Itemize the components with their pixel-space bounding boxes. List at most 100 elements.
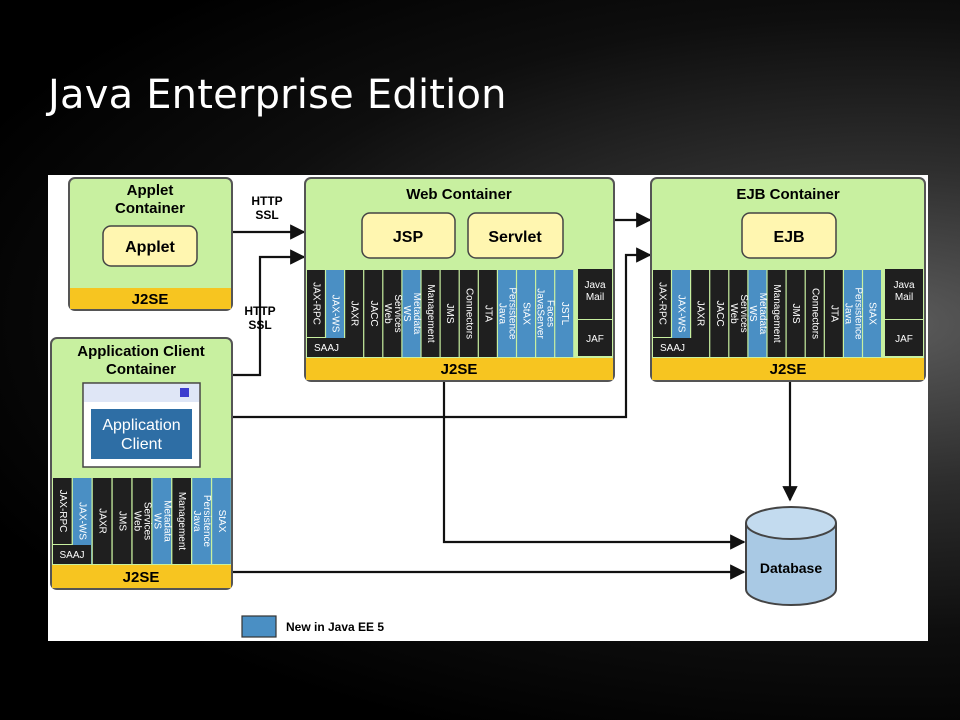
ejb-container-title: EJB Container (736, 186, 840, 203)
service-column (517, 270, 535, 357)
protocol-labels: HTTP SSL HTTP SSL (244, 194, 282, 332)
service-column (536, 270, 555, 357)
service-label: Java (842, 303, 853, 325)
web-side-top-line1: Java (584, 280, 606, 291)
arrow-web-to-database (442, 382, 746, 550)
service-label: JAX-RPC (57, 490, 68, 533)
legend: New in Java EE 5 (241, 615, 384, 638)
servlet-component-box (467, 212, 564, 259)
service-column (844, 270, 862, 357)
service-column (653, 270, 671, 337)
service-label: JMS (117, 511, 128, 531)
app-client-inner-box (91, 409, 192, 459)
service-column (729, 270, 748, 357)
service-column (421, 270, 440, 357)
arrow-client-to-ejb (232, 247, 652, 419)
database-label: Database (760, 560, 822, 576)
service-column (212, 478, 231, 564)
service-column (555, 270, 574, 357)
diagram-canvas: HTTP SSL HTTP SSL Applet Container Apple… (50, 177, 926, 638)
database-cylinder-body (745, 523, 837, 606)
service-label: JAXR (695, 301, 706, 327)
service-column (72, 478, 92, 564)
service-label: Connectors (463, 288, 474, 339)
service-column (478, 270, 497, 357)
service-column (364, 270, 383, 357)
service-label: Faces (545, 300, 556, 327)
protocol-label-top-http: HTTP (251, 194, 282, 208)
app-client-saaj-label: SAAJ (59, 550, 84, 561)
service-column (805, 270, 824, 357)
applet-component-label: Applet (125, 239, 175, 256)
service-label: Services (738, 294, 749, 332)
service-label: JAX-RPC (656, 282, 667, 325)
web-base-bar (306, 358, 613, 380)
app-client-label-line2: Client (121, 436, 162, 453)
app-client-container: Application Client Container Application… (50, 337, 233, 590)
applet-base-bar (70, 288, 231, 309)
service-column (459, 270, 478, 357)
service-column (824, 270, 843, 357)
service-label: JAX-RPC (310, 282, 321, 325)
app-client-window-titlebar (84, 384, 199, 402)
app-client-label-line1: Application (102, 417, 180, 434)
service-column (672, 270, 690, 357)
service-label: Java (191, 510, 202, 532)
service-label: JACC (368, 300, 379, 326)
service-column (786, 270, 805, 357)
service-label: Management (176, 492, 187, 551)
service-label: Management (771, 284, 782, 343)
service-label: JTA (828, 305, 839, 322)
service-label: Services (392, 294, 403, 332)
service-label: JMS (444, 304, 455, 324)
web-side-top-box (578, 269, 612, 319)
app-client-window-button-icon (180, 388, 189, 397)
service-column (710, 270, 729, 357)
service-label: JTA (482, 305, 493, 322)
app-client-title-line1: Application Client (77, 343, 205, 360)
legend-swatch (241, 615, 277, 638)
ejb-base-label: J2SE (770, 361, 807, 378)
service-label: WS (747, 305, 758, 321)
service-label: Web (728, 303, 739, 324)
arrow-client-to-web (232, 249, 306, 377)
service-label: JavaServer (535, 288, 546, 339)
ejb-side-top-line1: Java (893, 280, 915, 291)
service-label: WS (151, 513, 162, 529)
applet-component-box (102, 225, 198, 267)
applet-base-label: J2SE (132, 291, 169, 308)
web-saaj-box (307, 338, 346, 357)
applet-container: Applet Container Applet J2SE (68, 177, 233, 311)
ejb-component-box (741, 212, 837, 259)
jsp-component-label: JSP (393, 229, 424, 246)
service-column (691, 270, 710, 357)
service-column (383, 270, 402, 357)
service-label: StAX (216, 510, 227, 533)
service-label: WS (401, 305, 412, 321)
service-column (402, 270, 421, 357)
service-label: JACC (714, 300, 725, 326)
app-client-base-bar (52, 565, 231, 588)
service-label: Services (141, 502, 152, 540)
service-column (767, 270, 786, 357)
service-label: Web (131, 511, 142, 532)
service-label: JMS (790, 304, 801, 324)
web-saaj-label: SAAJ (314, 343, 339, 354)
applet-container-title-line1: Applet (127, 182, 174, 199)
web-side-bottom-label: JAF (586, 334, 604, 345)
applet-container-title-line2: Container (115, 200, 185, 217)
service-column (863, 270, 881, 357)
java-ee-architecture-diagram: HTTP SSL HTTP SSL Applet Container Apple… (48, 175, 928, 641)
app-client-saaj-box (53, 545, 91, 564)
service-label: Persistence (506, 287, 517, 340)
servlet-component-label: Servlet (488, 229, 542, 246)
service-label: JAXR (349, 301, 360, 327)
connectors (232, 212, 798, 580)
service-label: Metadata (757, 293, 768, 335)
service-column (307, 270, 325, 337)
ejb-side-top-box (885, 269, 923, 319)
service-label: JAX-WS (330, 295, 341, 333)
